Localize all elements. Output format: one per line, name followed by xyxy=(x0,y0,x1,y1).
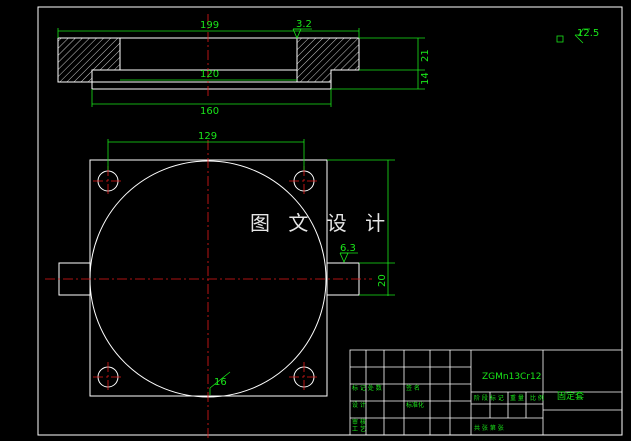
svg-text:重 量: 重 量 xyxy=(510,394,524,402)
plan-dimensions xyxy=(107,139,395,395)
dim-hole-spacing: 129 xyxy=(198,131,217,142)
dim-slot-height: 20 xyxy=(377,274,388,287)
svg-text:签 名: 签 名 xyxy=(406,384,420,392)
svg-text:审 核: 审 核 xyxy=(352,418,366,426)
dim-overall-width: 199 xyxy=(200,20,219,31)
corner-symbol-box xyxy=(556,35,564,43)
svg-text:标准化: 标准化 xyxy=(406,401,424,409)
svg-text:工 艺: 工 艺 xyxy=(352,425,366,433)
svg-text:标 记 处 数: 标 记 处 数 xyxy=(352,384,382,392)
dim-height-total: 21 xyxy=(420,49,431,62)
plan-view xyxy=(58,159,360,398)
title-block xyxy=(349,349,623,436)
watermark-text: 图 文 设 计 xyxy=(250,211,391,235)
dim-hole-diameter: 16 xyxy=(214,377,227,388)
svg-text:共 张 第 张: 共 张 第 张 xyxy=(474,424,504,432)
dim-roughness-top: 3.2 xyxy=(296,19,312,30)
dim-bore-width: 120 xyxy=(200,69,219,80)
svg-text:阶 段 标 记: 阶 段 标 记 xyxy=(474,394,504,402)
section-left-wall xyxy=(57,37,121,83)
title-block-small-labels: 标 记 处 数 签 名 设 计 标准化 审 核 工 艺 阶 段 标 记 重 量 … xyxy=(352,384,544,433)
section-dimensions xyxy=(57,28,590,107)
title-block-material: ZGMn13Cr12 xyxy=(482,372,542,382)
section-right-wall xyxy=(296,37,360,83)
corner-roughness: 12.5 xyxy=(577,28,599,39)
dim-height-step: 14 xyxy=(420,72,431,85)
drawing-frame xyxy=(37,6,623,436)
dim-roughness-side: 6.3 xyxy=(340,243,356,254)
plan-centerlines xyxy=(45,140,372,440)
svg-text:设 计: 设 计 xyxy=(352,401,366,409)
dim-bottom-width: 160 xyxy=(200,106,219,117)
title-block-part-name: 固定套 xyxy=(557,390,584,402)
svg-text:比 例: 比 例 xyxy=(530,394,544,402)
